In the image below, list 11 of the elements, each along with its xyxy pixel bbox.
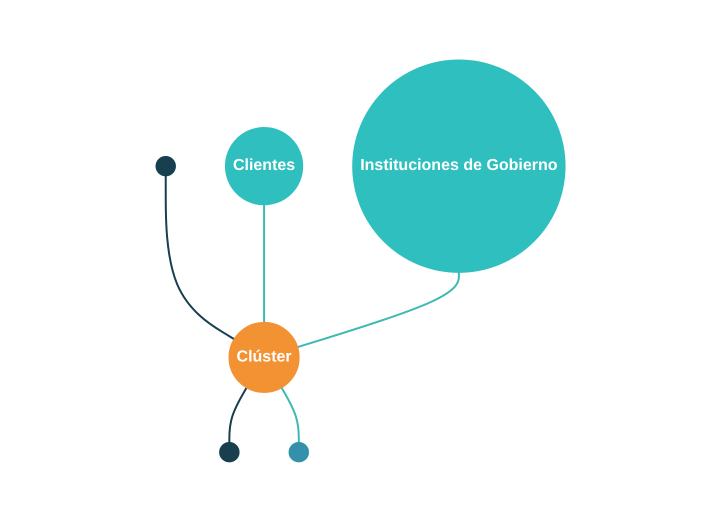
connector xyxy=(165,176,236,340)
connector xyxy=(298,272,460,348)
node-circle: Instituciones de Gobierno xyxy=(352,60,566,274)
connector xyxy=(264,205,266,323)
connector xyxy=(281,388,300,443)
connector xyxy=(228,388,248,443)
node-circle xyxy=(156,156,176,177)
node-circle xyxy=(220,442,240,463)
node-circle: Clúster xyxy=(228,322,300,394)
node-circle: Clientes xyxy=(225,127,304,206)
node-circle xyxy=(289,442,310,463)
